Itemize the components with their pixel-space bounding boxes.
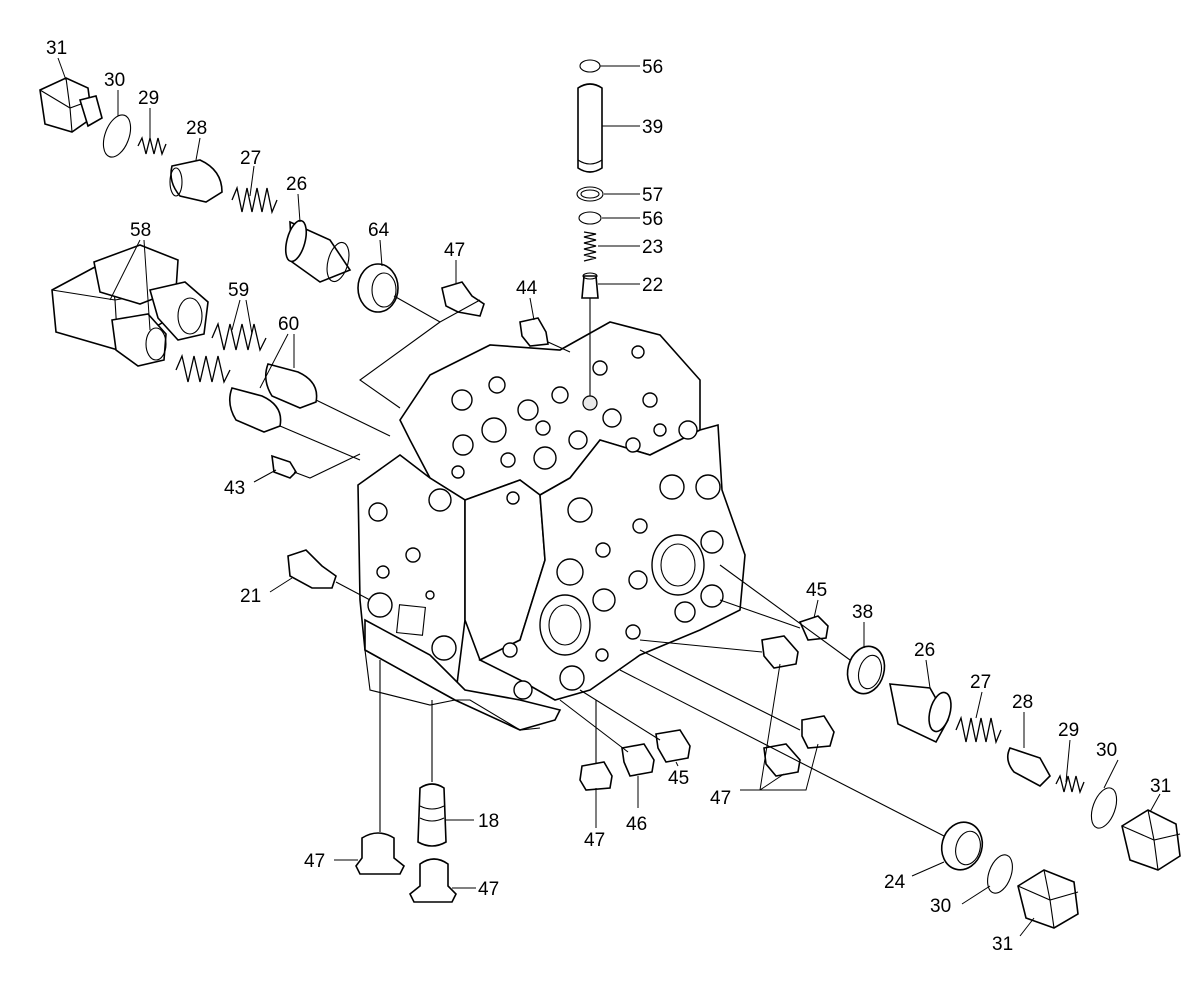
label-24: 24 <box>884 872 906 893</box>
part-30-oring-upper-left <box>102 114 132 158</box>
label-29-upper-left: 29 <box>138 88 159 109</box>
label-56-top: 56 <box>642 57 663 78</box>
part-47-plug-bottom <box>408 858 457 903</box>
callout-labels: 31 30 29 28 27 26 58 64 47 44 59 60 43 2… <box>46 38 1171 955</box>
part-26-sleeve-upper-left <box>284 219 352 283</box>
part-28-poppet-right <box>1006 747 1051 787</box>
part-18-spool <box>417 783 447 847</box>
label-47-lower-left: 47 <box>304 851 325 872</box>
part-27-spring-right <box>955 715 1002 745</box>
part-39-tube <box>577 83 603 173</box>
label-28-upper-left: 28 <box>186 118 207 139</box>
part-45-plug-lower <box>655 729 691 763</box>
part-59-springs <box>175 321 267 384</box>
part-43-screw <box>271 454 298 479</box>
part-45-plug-right <box>798 615 829 641</box>
part-23-spring <box>583 231 597 262</box>
label-26-upper-left: 26 <box>286 174 307 195</box>
label-18: 18 <box>478 811 499 832</box>
label-58: 58 <box>130 220 151 241</box>
label-31-right: 31 <box>1150 776 1171 797</box>
label-23: 23 <box>642 237 663 258</box>
label-57: 57 <box>642 185 663 206</box>
part-47-plug-lower-left <box>355 832 406 875</box>
label-30-upper-left: 30 <box>104 70 125 91</box>
label-28-right: 28 <box>1012 692 1033 713</box>
part-47-plugs-front <box>579 635 835 791</box>
label-27-upper-left: 27 <box>240 148 261 169</box>
part-28-poppet-upper-left <box>169 159 223 203</box>
label-29-right: 29 <box>1058 720 1079 741</box>
part-56-oring-lower <box>578 211 602 225</box>
label-46: 46 <box>626 814 647 835</box>
label-39: 39 <box>642 117 663 138</box>
part-21-sensor <box>287 549 337 589</box>
label-27-right: 27 <box>970 672 991 693</box>
part-30-oring-lower-right <box>987 854 1013 894</box>
part-64-plug-upper-left <box>357 263 399 313</box>
part-31-plug-upper-left <box>39 77 103 133</box>
part-30-oring-right <box>1090 787 1118 829</box>
part-27-spring-upper-left <box>231 185 278 215</box>
label-38: 38 <box>852 602 873 623</box>
label-47-front-group: 47 <box>710 788 731 809</box>
part-29-spring-upper-left <box>137 136 167 157</box>
part-22-pin <box>581 272 599 299</box>
label-47-top: 47 <box>444 240 465 261</box>
part-31-plug-lower-right <box>1017 869 1079 929</box>
label-59: 59 <box>228 280 249 301</box>
label-21: 21 <box>240 586 261 607</box>
part-60-poppets <box>228 363 318 433</box>
part-56-oring-top <box>579 59 601 73</box>
part-24-plug-lower-right <box>940 821 984 871</box>
part-26-sleeve-right <box>889 683 952 744</box>
label-47-front-center: 47 <box>584 830 605 851</box>
part-31-plug-right <box>1121 809 1181 871</box>
label-64: 64 <box>368 220 390 241</box>
label-30-right: 30 <box>1096 740 1117 761</box>
label-60: 60 <box>278 314 299 335</box>
part-58-relief-valves <box>51 244 209 367</box>
label-22: 22 <box>642 275 663 296</box>
label-30-lower-right: 30 <box>930 896 951 917</box>
part-44-plug <box>519 317 549 347</box>
label-43: 43 <box>224 478 245 499</box>
label-31-lower-right: 31 <box>992 934 1013 955</box>
part-46-plug <box>621 743 655 777</box>
label-26-right: 26 <box>914 640 935 661</box>
label-45-right: 45 <box>806 580 827 601</box>
part-47-plug-top <box>441 281 485 317</box>
label-31-upper-left: 31 <box>46 38 67 59</box>
label-45-lower: 45 <box>668 768 689 789</box>
label-56-lower: 56 <box>642 209 663 230</box>
part-57-ring <box>576 186 604 202</box>
leader-lines <box>57 57 1161 937</box>
label-44: 44 <box>516 278 538 299</box>
part-29-spring-right <box>1055 774 1085 795</box>
valve-body <box>357 321 746 731</box>
part-38-plug-right <box>846 645 886 695</box>
label-47-bottom: 47 <box>478 879 499 900</box>
